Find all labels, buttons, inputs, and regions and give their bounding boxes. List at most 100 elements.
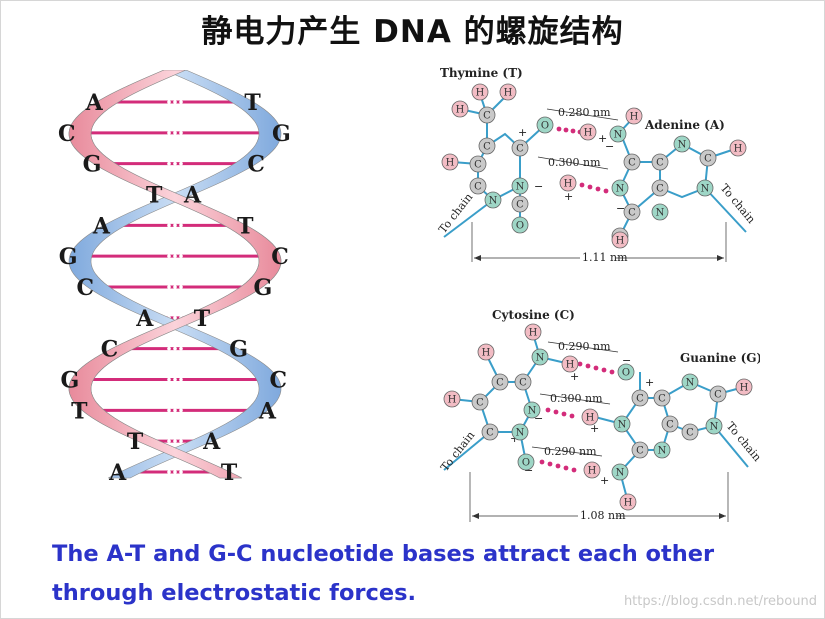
svg-text:O: O: [522, 458, 530, 469]
svg-text:C: C: [636, 446, 644, 457]
atom-h: [611, 231, 629, 249]
atom-h: [729, 139, 747, 157]
svg-text:C: C: [686, 428, 694, 439]
hydrogen-bond-dots-gc-2: [545, 407, 575, 419]
atom-o: [536, 116, 554, 134]
atom-c: [709, 385, 727, 403]
base-letter-left: A: [92, 213, 111, 239]
svg-text:−: −: [534, 412, 543, 425]
atom-h: [619, 493, 637, 511]
svg-text:H: H: [584, 128, 593, 139]
atom-c: [469, 177, 487, 195]
svg-text:C: C: [704, 154, 712, 165]
svg-text:N: N: [516, 182, 525, 193]
atom-c: [471, 393, 489, 411]
atom-n: [611, 463, 629, 481]
base-letter-right: G: [254, 275, 273, 301]
svg-text:C: C: [656, 158, 664, 169]
svg-text:C: C: [476, 398, 484, 409]
svg-text:O: O: [516, 221, 524, 232]
atom-c: [514, 373, 532, 391]
svg-text:C: C: [714, 390, 722, 401]
base-letter-left: A: [108, 460, 127, 486]
atom-h: [559, 174, 577, 192]
atom-o: [617, 363, 635, 381]
base-letter-right: T: [194, 306, 211, 332]
svg-text:H: H: [446, 158, 455, 169]
svg-text:O: O: [541, 121, 549, 132]
svg-text:H: H: [448, 395, 457, 406]
base-letter-left: G: [83, 152, 102, 178]
atom-n: [651, 203, 669, 221]
svg-text:H: H: [586, 413, 595, 424]
atom-n: [696, 179, 714, 197]
atom-h: [451, 100, 469, 118]
watermark: https://blog.csdn.net/rebound: [623, 594, 817, 609]
adenine-label: Adenine (A): [644, 118, 725, 132]
base-letter-left: C: [76, 275, 94, 301]
atom-o: [511, 216, 529, 234]
cytosine-label: Cytosine (C): [492, 308, 575, 322]
svg-text:C: C: [656, 184, 664, 195]
svg-text:N: N: [489, 196, 498, 207]
atom-c: [631, 389, 649, 407]
base-letter-right: A: [258, 398, 277, 424]
svg-text:C: C: [628, 208, 636, 219]
to-chain-label-gc-left: To chain: [438, 429, 477, 474]
svg-text:+: +: [590, 422, 599, 435]
atom-n: [511, 177, 529, 195]
base-letter-left: T: [127, 429, 144, 455]
svg-text:−: −: [534, 180, 543, 193]
atom-n: [613, 415, 631, 433]
base-letter-left: A: [135, 306, 154, 332]
base-letter-left: T: [71, 398, 88, 424]
atom-c: [623, 203, 641, 221]
atom-c: [653, 389, 671, 407]
distance-label-gc-2: 0.300 nm: [550, 392, 603, 405]
base-letter-right: A: [183, 183, 202, 209]
base-letter-right: C: [271, 244, 289, 270]
atom-h: [441, 153, 459, 171]
base-letter-left: G: [59, 244, 78, 270]
svg-text:H: H: [616, 236, 625, 247]
svg-text:H: H: [566, 360, 575, 371]
svg-text:H: H: [740, 383, 749, 394]
atom-c: [491, 373, 509, 391]
distance-label-gc-3: 0.290 nm: [544, 445, 597, 458]
base-letter-right: C: [247, 152, 265, 178]
to-chain-label-right: To chain: [718, 182, 758, 226]
svg-text:N: N: [516, 428, 525, 439]
base-letter-left: T: [146, 183, 163, 209]
atom-h: [477, 343, 495, 361]
distance-label-gc-1: 0.290 nm: [558, 340, 611, 353]
atom-n: [531, 348, 549, 366]
atom-c: [481, 423, 499, 441]
atom-h: [524, 323, 542, 341]
atom-n: [653, 441, 671, 459]
svg-text:C: C: [658, 394, 666, 405]
svg-text:−: −: [616, 202, 625, 215]
svg-text:−: −: [622, 354, 631, 367]
atom-h: [561, 355, 579, 373]
svg-text:N: N: [686, 378, 695, 389]
svg-text:N: N: [656, 208, 665, 219]
atom-c: [651, 179, 669, 197]
atom-c: [511, 139, 529, 157]
base-letter-right: T: [221, 460, 238, 486]
svg-text:H: H: [456, 105, 465, 116]
helix-strand-pink: [68, 70, 282, 479]
svg-text:H: H: [504, 88, 513, 99]
atom-n: [523, 401, 541, 419]
atom-o: [517, 453, 535, 471]
svg-text:N: N: [614, 130, 623, 141]
svg-text:H: H: [529, 328, 538, 339]
atom-c: [661, 415, 679, 433]
atom-n: [673, 135, 691, 153]
svg-text:C: C: [474, 160, 482, 171]
svg-text:+: +: [510, 432, 519, 445]
svg-text:+: +: [564, 190, 573, 203]
svg-text:N: N: [658, 446, 667, 457]
svg-text:N: N: [701, 184, 710, 195]
